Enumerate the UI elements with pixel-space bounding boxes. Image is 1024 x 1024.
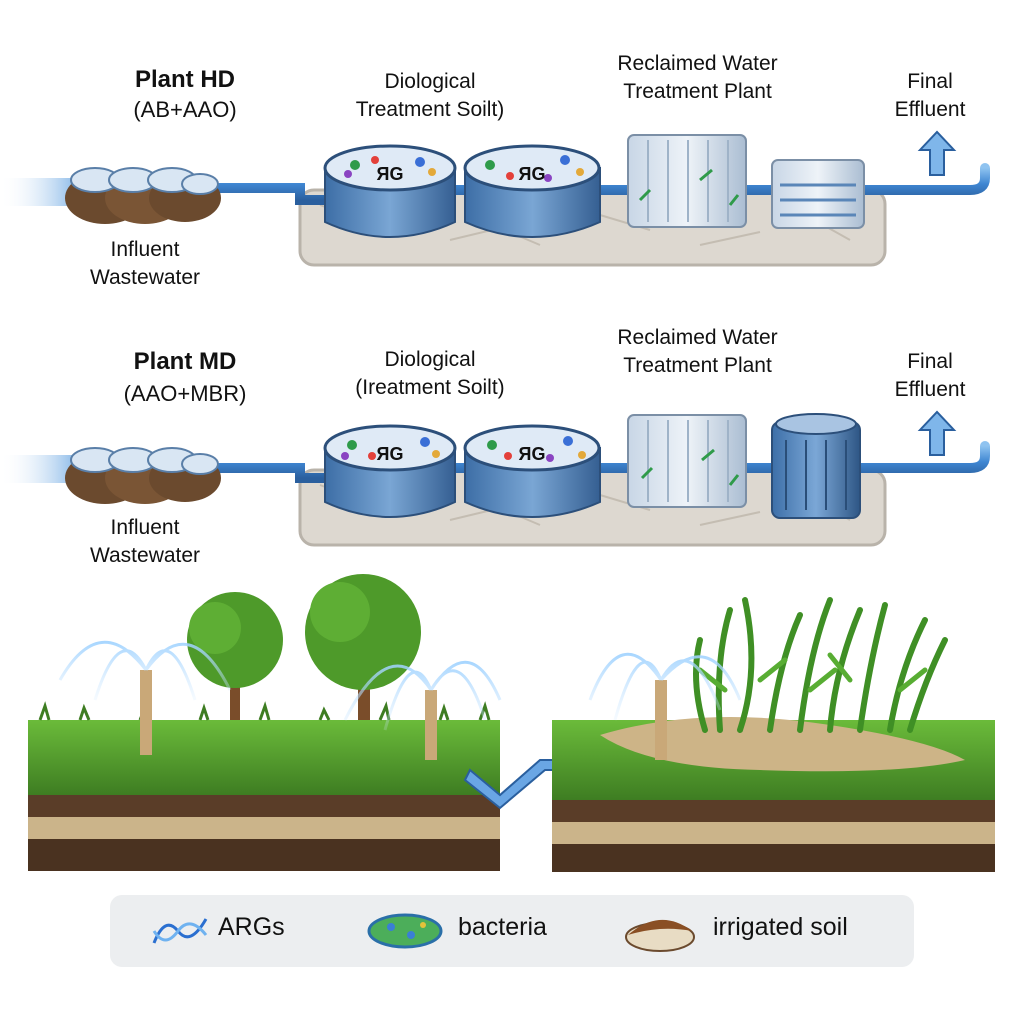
row2-plant-title: Plant MD: [133, 348, 237, 375]
row2-plant-process: (AAO+MBR): [123, 381, 247, 406]
sprinkler-icon: [343, 661, 502, 760]
row2-effluent-line2: Effluent: [894, 378, 966, 401]
row1-arrow-up-icon: [917, 130, 957, 176]
row2-influent-line2: Wastewater: [89, 544, 201, 567]
row1-influent-line2: Wastewater: [89, 266, 201, 289]
row1-process-line: [0, 130, 990, 267]
row2-influent-line1: Influent: [110, 516, 180, 539]
row2-bio-line2: (Ireatment Soilt): [355, 376, 505, 399]
row2-reclaimed-line2: Treatment Plant: [623, 354, 772, 377]
row2-tank1-label: ЯG: [376, 444, 404, 464]
left-field: [28, 574, 502, 871]
row1-influent-line1: Influent: [110, 238, 180, 261]
row1-reclaimed-line1: Reclaimed Water: [617, 52, 778, 75]
legend: ARGs bacteria irrigated soil: [110, 895, 914, 967]
dna-icon: [152, 918, 208, 944]
row2-arrow-up-icon: [917, 410, 957, 456]
row2-reclaimed-line1: Reclaimed Water: [617, 326, 778, 349]
right-field-soil-deep: [552, 844, 995, 872]
row1-reclaimed-plant-unit: [627, 134, 747, 228]
row2-bio-line1: Diological: [384, 348, 476, 371]
row1-effluent-tank: [771, 159, 865, 229]
bacteria-icon: [367, 913, 443, 949]
row2-effluent-line1: Final: [907, 350, 953, 373]
tree-icon: [187, 592, 283, 720]
right-field-soil-sand: [552, 822, 995, 844]
row2-bio-tank-1: [323, 424, 457, 518]
sprinkler-icon: [588, 652, 742, 760]
row1-effluent-line1: Final: [907, 70, 953, 93]
row1-reclaimed-line2: Treatment Plant: [623, 80, 772, 103]
row1-pipe: [200, 163, 990, 205]
row1-plant-title: Plant HD: [134, 66, 235, 93]
legend-bacteria-label: bacteria: [458, 913, 547, 941]
row2-reclaimed-plant-unit: [627, 414, 747, 508]
right-field: [552, 597, 995, 872]
row2-process-line: [0, 410, 990, 547]
row1-tank2-label: ЯG: [518, 164, 546, 184]
row2-pipe: [200, 441, 990, 483]
row2-bio-tank-2: [463, 424, 601, 518]
soil-icon: [625, 919, 695, 952]
row2-influent-screen-icon: [65, 447, 221, 504]
row1-tank1-label: ЯG: [376, 164, 404, 184]
row1-influent-screen-icon: [65, 167, 221, 224]
left-field-grass-blades: [38, 699, 491, 721]
row2-tank2-label: ЯG: [518, 444, 546, 464]
sprinkler-icon: [58, 641, 232, 755]
row1-bio-line1: Diological: [384, 70, 476, 93]
row1-effluent-line2: Effluent: [894, 98, 966, 121]
row1-plant-process: (AB+AAO): [133, 97, 237, 122]
legend-args-label: ARGs: [218, 913, 285, 941]
right-field-irrigated-patch: [600, 717, 965, 772]
row2-mbr-tank: [771, 413, 861, 519]
legend-soil-label: irrigated soil: [713, 913, 848, 941]
left-field-soil-deep: [28, 839, 500, 871]
row1-bio-line2: Treatment Soilt): [355, 98, 505, 121]
row1-bio-tank-2: [463, 144, 601, 238]
left-field-soil-dark: [28, 795, 500, 817]
right-field-soil-dark: [552, 800, 995, 822]
left-field-soil-sand: [28, 817, 500, 839]
crop-plants: [693, 597, 948, 733]
row1-bio-tank-1: [323, 144, 457, 238]
tree-icon: [305, 574, 421, 720]
